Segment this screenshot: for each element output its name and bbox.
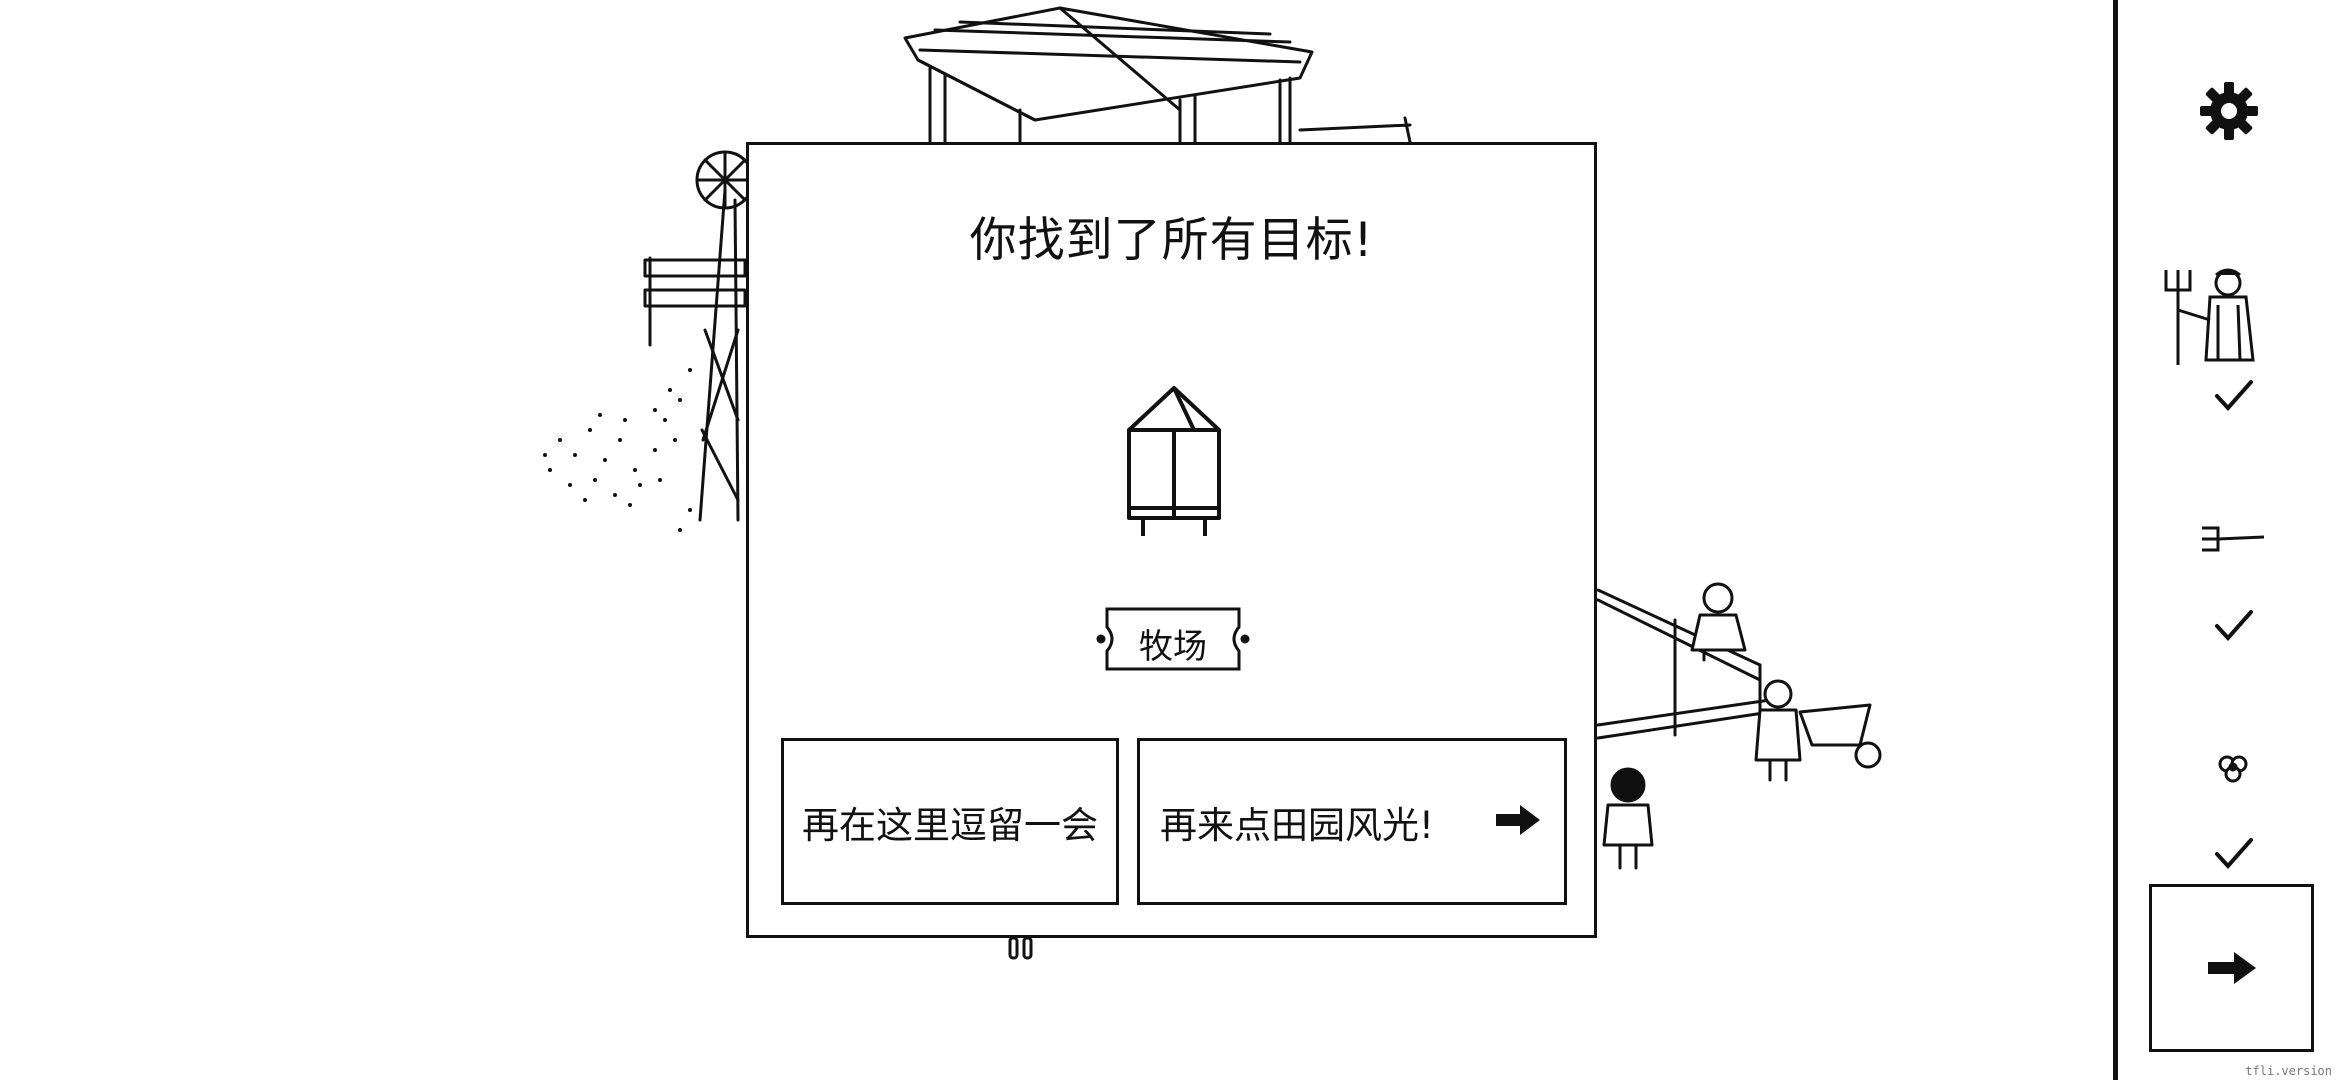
check-icon	[2215, 610, 2253, 641]
stay-here-button[interactable]: 再在这里逗留一会	[781, 738, 1119, 905]
area-plaque: 牧场	[1093, 605, 1253, 673]
level-complete-dialog: 你找到了所有目标! 牧场 再在这里逗留一会 再来点田园风光!	[746, 142, 1597, 938]
wheelbarrow-drawing	[1798, 703, 1882, 769]
sidebar-next-button[interactable]	[2149, 884, 2314, 1052]
dialog-title: 你找到了所有目标!	[969, 213, 1374, 268]
arrow-right-icon	[1494, 803, 1542, 846]
target-item-farmer[interactable]	[2158, 265, 2278, 374]
pitchfork-icon	[2202, 526, 2265, 552]
feet-drawing	[1008, 936, 1033, 960]
windmill-drawing	[643, 150, 755, 522]
target-item-pitchfork[interactable]	[2198, 522, 2268, 560]
shed-drawing	[903, 6, 1412, 144]
watermark: tfli.version	[2245, 1064, 2332, 1078]
arrow-right-icon	[2207, 952, 2256, 984]
area-name: 牧场	[1139, 627, 1207, 667]
game-scene[interactable]	[0, 0, 2110, 1080]
check-icon	[2215, 380, 2253, 411]
gear-icon	[2200, 82, 2258, 140]
target-item-flower[interactable]	[2215, 752, 2251, 788]
check-icon	[2215, 838, 2253, 869]
target-sidebar	[2113, 0, 2340, 1080]
fence-drawing	[1596, 588, 1772, 740]
farmer-figure-1[interactable]	[1690, 582, 1747, 662]
farmer-with-pitchfork-icon	[2164, 268, 2255, 365]
next-level-label: 再来点田园风光!	[1160, 803, 1434, 847]
farmer-figure-2[interactable]	[1754, 679, 1802, 782]
dotted-field	[543, 368, 692, 532]
next-level-button[interactable]: 再来点田园风光!	[1137, 738, 1567, 905]
flower-icon	[2218, 755, 2248, 783]
farmer-figure-3[interactable]	[1602, 767, 1654, 870]
silo-icon	[1119, 380, 1229, 544]
settings-button[interactable]	[2198, 80, 2260, 146]
stay-here-label: 再在这里逗留一会	[802, 803, 1098, 847]
